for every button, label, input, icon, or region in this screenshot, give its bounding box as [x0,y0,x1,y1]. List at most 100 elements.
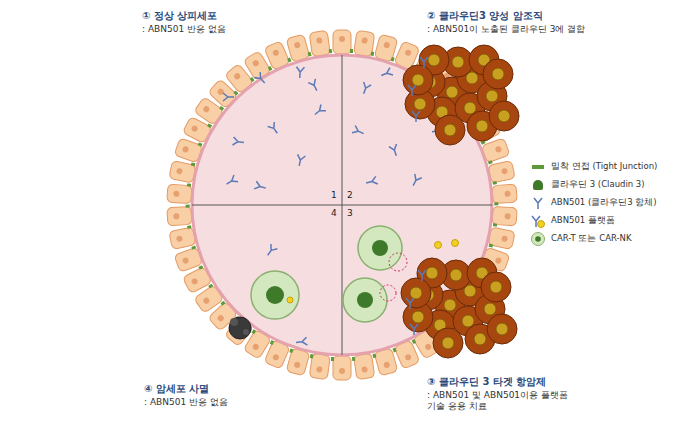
legend-text: ABN501 플랫폼 [551,215,615,227]
antibody [352,125,365,137]
tumor-cell [401,278,431,308]
tight-junction [331,357,334,361]
tight-junction [310,354,314,358]
antibody [225,175,239,188]
car-cell-nucleus [535,236,541,242]
quadrant-note: : ABN501이 노출된 클라우딘 3에 결합 [425,24,587,35]
antibody [420,57,428,68]
quadrant-number: 2 [346,190,354,201]
antibody [408,85,416,96]
shape [252,343,260,351]
epithelial-cell [309,30,332,56]
shape [252,59,260,67]
shape [501,168,508,175]
antibody [296,67,305,79]
legend-swatch [532,165,544,169]
tumor-cell [489,101,519,131]
tight-junction [252,329,257,334]
antibody [360,82,371,95]
shape [424,343,432,351]
tight-junction [488,160,493,164]
epithelial-cell [492,206,517,228]
tumor-cell [483,59,513,89]
tight-junction [493,223,497,226]
tight-junction [187,225,192,229]
tight-junction [489,244,494,248]
antibody [410,174,422,187]
quadrant-note: : ABN501 및 ABN501이용 플랫폼 기술 응용 치료 [425,390,579,412]
antibody [268,122,281,136]
shape [216,87,224,95]
shape [309,30,330,56]
quadrant-heading: ④ 암세포 사멸 [142,383,211,395]
platform-symbol [538,221,545,228]
quadrant-heading: ② 클라우딘3 양성 암조직 [425,10,545,22]
tumor-cell [403,65,433,95]
epithelial-cell [354,30,377,56]
car-cells [229,226,459,339]
antibody [264,244,277,258]
tight-junction [371,52,375,56]
tight-junction [207,123,212,128]
legend-item: CAR-T 또는 CAR-NK [530,232,632,246]
shape [294,361,301,368]
tumor-nucleus [446,86,458,98]
tumor-nucleus [486,90,498,102]
tight-junction [392,348,396,353]
tight-junction [308,52,312,57]
legend-item: 클라우딘 3 (Claudin 3) [530,178,645,192]
shape [316,37,323,44]
shape [202,105,210,113]
antibody [380,68,393,80]
epithelial-cell [168,225,196,249]
antibody [410,324,418,335]
antibody [254,72,267,86]
lumen [192,55,492,355]
shape [167,206,192,226]
tumor-nucleus [428,54,440,66]
legend-text: 밀착 연접 (Tight Junction) [551,161,657,173]
legend-text: 클라우딘 3 (Claudin 3) [551,179,645,191]
shape [488,227,515,250]
tight-junction [289,348,293,353]
tight-junction [494,202,498,205]
shape [495,146,503,154]
legend-item: 밀착 연접 (Tight Junction) [530,160,657,174]
shape [176,235,183,242]
shape [191,277,199,285]
legend-symbol [530,214,546,228]
shape [169,161,196,184]
shape [488,161,515,184]
tight-junction [270,340,274,345]
shape [361,37,368,44]
tight-junction [198,142,203,146]
shape [167,184,192,204]
shape [294,41,301,48]
epithelial-cell [167,182,192,204]
legend-swatch-box [530,178,546,192]
epithelial-cell [488,227,516,251]
tumor-nucleus [412,311,424,323]
shape [492,206,517,226]
shape [233,72,241,80]
quadrant-note: : ABN501 반응 없음 [142,397,230,408]
tumor-nucleus [496,323,508,335]
epithelial-cell [352,353,375,379]
tumor-nucleus [444,124,456,136]
tumor-cell [435,115,465,145]
legend-text: ABN501 (클라우딘3 항체) [551,197,657,209]
shape [339,36,345,42]
tight-junction [186,204,190,207]
epithelial-cell [331,356,351,380]
antibody [418,270,426,281]
tumor-nucleus [492,68,504,80]
tight-junction [287,58,291,63]
epithelial-cell [167,204,192,226]
shape [173,213,179,219]
antibody [296,337,308,346]
epithelial-cell [169,159,197,183]
antibody [312,104,326,117]
quadrant-heading: ① 정상 상피세포 [140,10,219,22]
shape [169,227,196,250]
legend-symbol [530,232,546,246]
